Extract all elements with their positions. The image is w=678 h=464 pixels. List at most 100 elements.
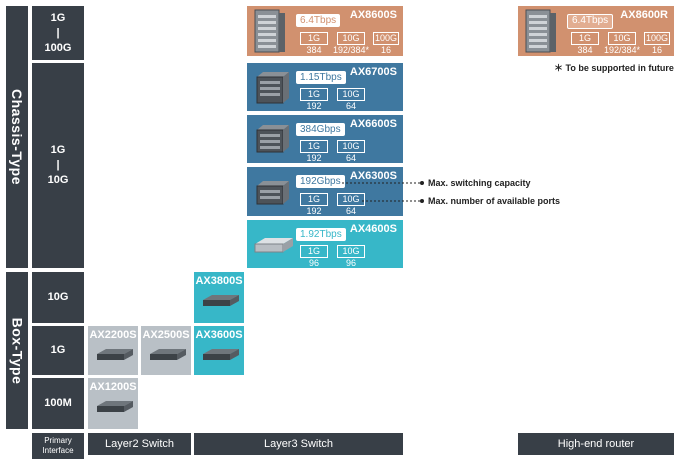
port-count: 96 [308, 258, 319, 268]
port-count: 384 [577, 45, 593, 55]
port-1g: 1G 192 [300, 193, 328, 217]
primary-interface-text: Primary Interface [42, 436, 74, 455]
port-label: 10G [337, 32, 365, 45]
capacity-badge: 1.92Tbps [296, 228, 346, 241]
port-100g: 100G 16 [644, 32, 670, 56]
capacity-badge: 1.15Tbps [296, 71, 346, 84]
port-label: 1G [300, 245, 328, 258]
future-support-note: ＊ To be supported in future [554, 63, 674, 73]
port-label: 100G [373, 32, 399, 45]
box-device-icon [254, 238, 293, 253]
model-ax2200s: AX2200S [88, 326, 138, 375]
model-ax6600s: AX6600S 384Gbps 1G 192 10G 64 [247, 115, 403, 163]
switch-device-icon [203, 349, 239, 360]
switch-device-icon [150, 349, 186, 360]
layer3-switch-label: Layer3 Switch [194, 433, 403, 455]
port-1g: 1G 384 [571, 32, 599, 56]
high-end-router-label: High-end router [518, 433, 674, 455]
port-count: 192 [306, 101, 322, 111]
model-ax1200s: AX1200S [88, 378, 138, 429]
port-label: 1G [300, 88, 328, 101]
speed-1g-10g-text: 1G | 10G [47, 144, 69, 186]
speed-10g-text: 10G [47, 291, 69, 303]
primary-interface-label: Primary Interface [32, 433, 84, 459]
capacity-badge: 384Gbps [296, 123, 345, 136]
port-1g: 1G 192 [300, 140, 328, 164]
model-name: AX8600S [349, 9, 397, 21]
port-count: 192 [306, 153, 322, 163]
model-name: AX6300S [349, 170, 397, 182]
model-name: AX2200S [89, 329, 137, 341]
switch-device-icon [97, 349, 133, 360]
switch-device-icon [203, 295, 239, 306]
port-label: 100G [644, 32, 670, 45]
speed-1g-text: 1G [50, 344, 66, 356]
switching-capacity-dot [420, 181, 424, 185]
model-name: AX2500S [142, 329, 190, 341]
port-10g: 10G 192/384* [333, 32, 369, 56]
capacity-badge: 6.4Tbps [296, 14, 341, 27]
speed-1g-10g: 1G | 10G [32, 63, 84, 268]
port-label: 10G [608, 32, 636, 45]
switch-device-icon [97, 401, 133, 412]
port-label: 10G [337, 193, 365, 206]
model-ax3800s: AX3800S [194, 272, 244, 323]
high-end-router-text: High-end router [557, 438, 635, 450]
port-count: 192/384* [603, 45, 641, 55]
model-name: AX6600S [349, 118, 397, 130]
model-name: AX3600S [195, 329, 243, 341]
port-label: 1G [300, 140, 328, 153]
capacity-badge: 6.4Tbps [567, 14, 614, 29]
speed-1g: 1G [32, 326, 84, 375]
port-label: 10G [337, 88, 365, 101]
model-ax6700s: AX6700S 1.15Tbps 1G 192 10G 64 [247, 63, 403, 111]
port-count: 192 [306, 206, 322, 216]
layer2-switch-text: Layer2 Switch [104, 438, 175, 450]
speed-1g-100g: 1G | 100G [32, 6, 84, 60]
speed-10g: 10G [32, 272, 84, 323]
box-type-label: Box-Type [6, 272, 28, 429]
model-ax8600s: AX8600S 6.4Tbps 1G 384 10G 192/384* 100G… [247, 6, 403, 56]
model-name: AX8600R [620, 9, 668, 21]
port-label: 1G [300, 32, 328, 45]
speed-100m: 100M [32, 378, 84, 429]
port-count: 64 [345, 206, 356, 216]
chassis-device-icon [254, 9, 285, 53]
port-10g: 10G 192/384* [604, 32, 640, 56]
port-count: 384 [306, 45, 322, 55]
port-10g: 10G 64 [337, 140, 365, 164]
model-ax2500s: AX2500S [141, 326, 191, 375]
box-type-text: Box-Type [9, 317, 25, 384]
port-count: 16 [380, 45, 391, 55]
available-ports-dot [420, 199, 424, 203]
port-label: 10G [337, 140, 365, 153]
available-ports-note: Max. number of available ports [428, 196, 561, 206]
speed-100m-text: 100M [44, 397, 72, 409]
chassis-device-icon [256, 72, 289, 104]
chassis-device-icon [525, 9, 556, 53]
port-label: 10G [337, 245, 365, 258]
chassis-type-text: Chassis-Type [9, 89, 25, 185]
model-name: AX4600S [349, 223, 397, 235]
port-1g: 1G 192 [300, 88, 328, 112]
capacity-badge: 192Gbps [296, 175, 345, 188]
model-ax4600s: AX4600S 1.92Tbps 1G 96 10G 96 [247, 220, 403, 268]
model-ax6300s: AX6300S 192Gbps 1G 192 10G 64 [247, 167, 403, 216]
layer3-switch-text: Layer3 Switch [263, 438, 334, 450]
port-10g: 10G 96 [337, 245, 365, 269]
port-1g: 1G 96 [300, 245, 328, 269]
port-label: 1G [300, 193, 328, 206]
switching-capacity-note: Max. switching capacity [428, 178, 531, 188]
layer2-switch-label: Layer2 Switch [88, 433, 191, 455]
port-10g: 10G 64 [337, 88, 365, 112]
port-count: 96 [345, 258, 356, 268]
annotation-lines [342, 181, 424, 203]
model-name: AX6700S [349, 66, 397, 78]
port-count: 16 [651, 45, 662, 55]
port-label: 1G [571, 32, 599, 45]
port-1g: 1G 384 [300, 32, 328, 56]
port-count: 192/384* [332, 45, 370, 55]
port-count: 64 [345, 153, 356, 163]
port-10g: 10G 64 [337, 193, 365, 217]
speed-1g-100g-text: 1G | 100G [44, 11, 72, 54]
